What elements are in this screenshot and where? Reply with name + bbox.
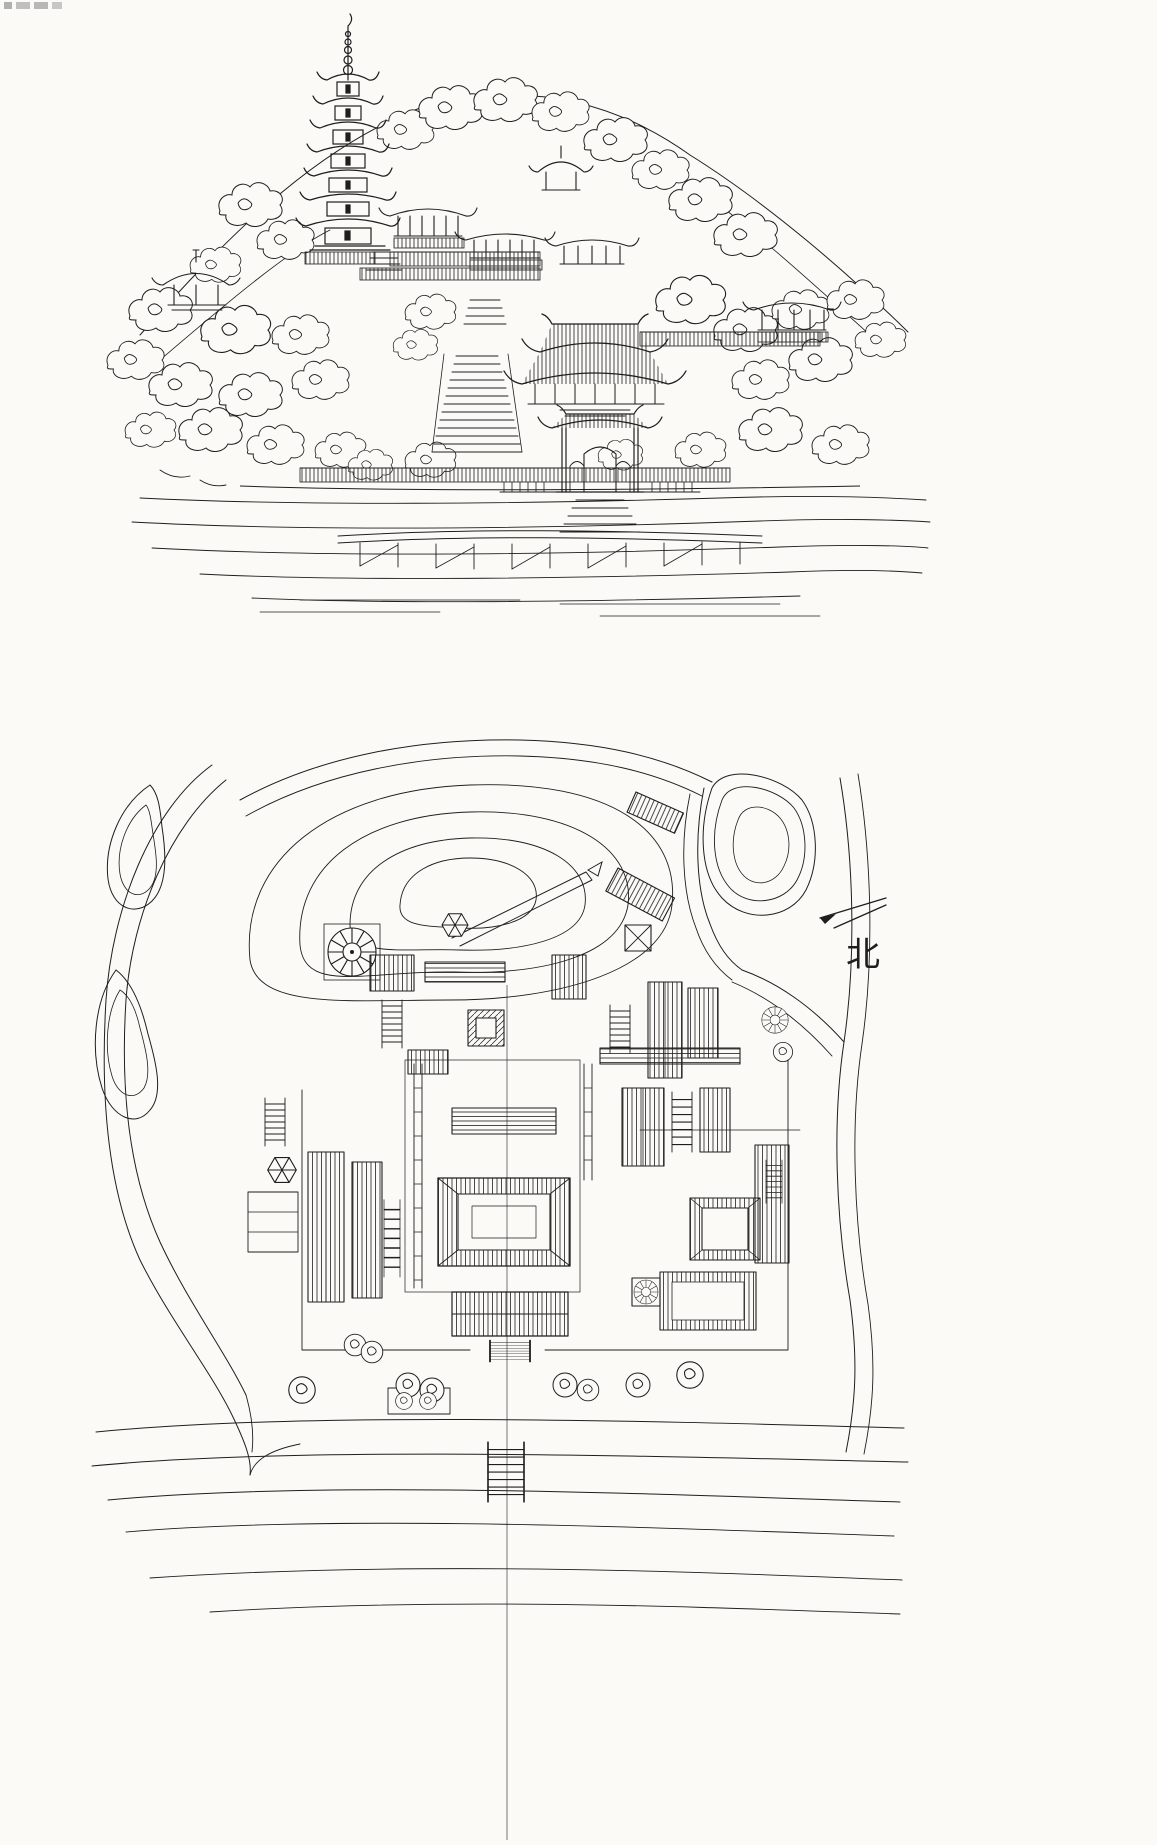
north-arrow: 北 bbox=[819, 897, 887, 975]
pagoda bbox=[295, 13, 401, 251]
left-pavilion bbox=[151, 249, 241, 311]
north-label: 北 bbox=[846, 935, 880, 975]
building-roof-plan bbox=[754, 1144, 790, 1264]
hill-walkway bbox=[451, 860, 603, 947]
building-roof-plan bbox=[687, 987, 719, 1059]
perspective-sketch bbox=[106, 13, 931, 617]
hilltop-pavilion bbox=[528, 145, 594, 191]
main-hall bbox=[503, 313, 687, 417]
building-roof-plan bbox=[451, 1107, 557, 1135]
building-roof-plan bbox=[247, 1191, 299, 1253]
bridge bbox=[337, 530, 763, 570]
building-roof-plan bbox=[407, 1049, 449, 1075]
building-roof-plan bbox=[624, 924, 652, 952]
pond bbox=[702, 773, 816, 916]
terrace-walls bbox=[239, 251, 861, 491]
water bbox=[131, 469, 931, 617]
building-roof-plans bbox=[247, 791, 790, 1415]
site-plan: 北 bbox=[91, 739, 909, 1840]
hillside-stairs bbox=[365, 251, 523, 453]
building-roof-plan bbox=[424, 961, 506, 983]
building-roof-plan bbox=[605, 867, 676, 922]
plan-waterfront bbox=[91, 1418, 909, 1615]
building-roof-plan bbox=[369, 954, 415, 992]
building-roof-plan bbox=[626, 791, 685, 834]
dock-steps bbox=[487, 1441, 525, 1503]
roads-and-watercourses bbox=[94, 739, 874, 1476]
building-roof-plan bbox=[551, 954, 587, 1000]
main-hall-plan bbox=[437, 1177, 571, 1267]
small-pagoda-plan bbox=[631, 1277, 661, 1307]
entrance-hall-plan bbox=[451, 1291, 569, 1337]
building-roof-plan bbox=[351, 1161, 383, 1299]
temple-gate bbox=[499, 404, 701, 533]
building-roof-plan bbox=[699, 1087, 731, 1153]
pagoda-plan bbox=[323, 923, 381, 981]
scan-artifact bbox=[4, 2, 62, 9]
square-hall-plan bbox=[689, 1197, 761, 1261]
building-roof-plan bbox=[599, 1047, 741, 1065]
